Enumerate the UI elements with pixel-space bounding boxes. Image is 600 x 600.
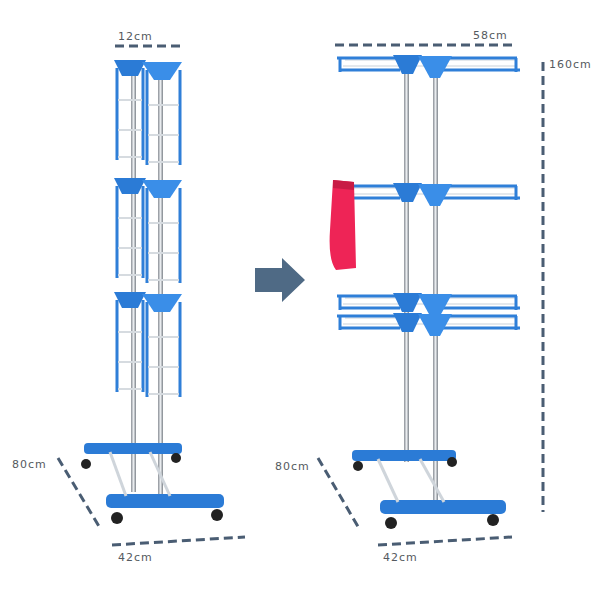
dimension-label: 160cm — [549, 59, 592, 70]
dimension-label: 42cm — [118, 552, 153, 563]
dimension-label: 42cm — [383, 552, 418, 563]
folded-rack — [81, 60, 224, 524]
dimension-label: 58cm — [473, 30, 508, 41]
dimension-label: 80cm — [12, 459, 47, 470]
unfolded-rack — [330, 55, 520, 529]
dimension-lines — [58, 45, 543, 545]
dimension-label: 12cm — [118, 31, 153, 42]
dimension-label: 80cm — [275, 461, 310, 472]
transform-arrow — [255, 258, 305, 302]
